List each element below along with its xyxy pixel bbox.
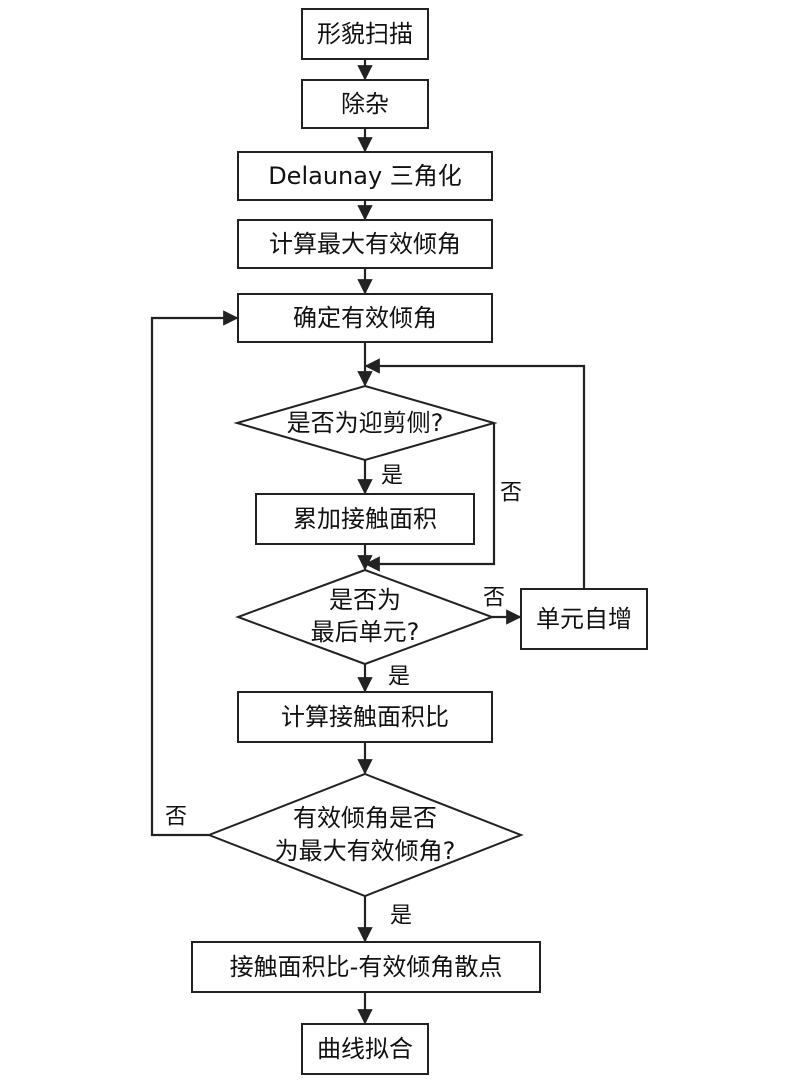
edge-label-no-last-unit: 否: [483, 586, 505, 611]
edge-leading-side-no: [364, 423, 496, 572]
decision-max-angle: 有效倾角是否 为最大有效倾角?: [206, 772, 524, 898]
edge-label-yes-max-angle: 是: [390, 904, 412, 929]
step-max-angle: 计算最大有效倾角: [237, 219, 493, 269]
step-max-angle-label: 计算最大有效倾角: [269, 230, 461, 258]
edge-unit-increment-loop: [364, 358, 586, 589]
decision-leading-side-label: 是否为迎剪侧?: [287, 409, 444, 437]
decision-last-unit: 是否为 最后单元?: [235, 568, 495, 666]
step-fit-label: 曲线拟合: [317, 1035, 413, 1063]
decision-last-unit-line1: 是否为: [329, 586, 401, 614]
step-area-ratio-label: 计算接触面积比: [281, 703, 449, 731]
step-scatter-label: 接触面积比-有效倾角散点: [230, 953, 503, 981]
step-unit-increment: 单元自增: [520, 588, 648, 650]
decision-leading-side: 是否为迎剪侧?: [233, 384, 498, 462]
edge-label-no-max-angle: 否: [165, 805, 187, 830]
edge-max-angle-no-loop: [150, 310, 239, 837]
step-delaunay-label: Delaunay 三角化: [268, 162, 462, 190]
step-scan: 形貌扫描: [301, 8, 429, 60]
step-fit: 曲线拟合: [301, 1023, 429, 1075]
decision-max-angle-line2: 为最大有效倾角?: [275, 837, 456, 865]
step-unit-increment-label: 单元自增: [536, 605, 632, 633]
step-accumulate-label: 累加接触面积: [293, 505, 437, 533]
edge-label-yes-last-unit: 是: [388, 665, 410, 690]
step-set-angle-label: 确定有效倾角: [293, 304, 437, 332]
decision-last-unit-line2: 最后单元?: [311, 618, 420, 646]
edge-label-no-leading-side: 否: [500, 481, 522, 506]
decision-max-angle-line1: 有效倾角是否: [293, 804, 437, 832]
step-scatter: 接触面积比-有效倾角散点: [191, 941, 541, 993]
step-set-angle: 确定有效倾角: [237, 293, 493, 343]
step-denoise: 除杂: [301, 79, 429, 129]
step-accumulate: 累加接触面积: [255, 493, 475, 545]
step-delaunay: Delaunay 三角化: [237, 151, 493, 201]
step-denoise-label: 除杂: [341, 90, 389, 118]
step-scan-label: 形貌扫描: [317, 20, 413, 48]
step-area-ratio: 计算接触面积比: [237, 691, 493, 743]
edge-label-yes-leading-side: 是: [381, 464, 403, 489]
